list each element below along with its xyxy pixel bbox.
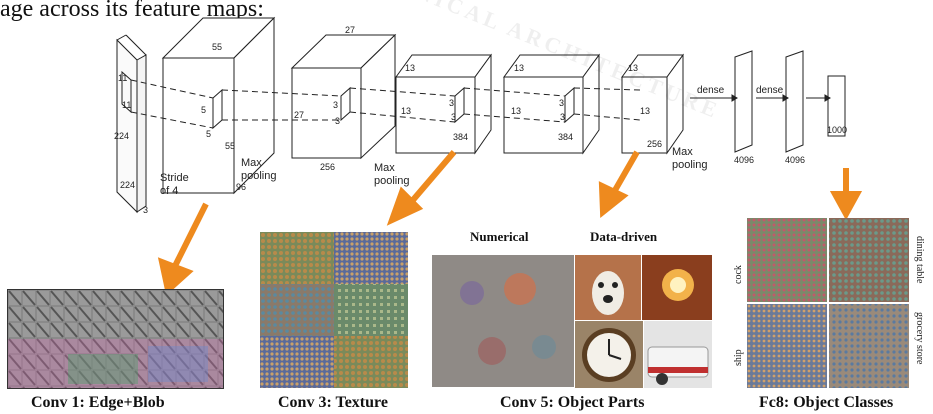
caption-fc8: Fc8: Object Classes bbox=[759, 394, 893, 412]
conv3-texture-grid bbox=[260, 232, 408, 388]
arrow-to-conv3 bbox=[413, 152, 454, 200]
conv5-dog-image bbox=[575, 255, 641, 320]
arrow-to-conv1 bbox=[174, 204, 206, 268]
conv3-texture-panel bbox=[260, 232, 408, 388]
conv5-clock-image bbox=[575, 321, 643, 388]
class-label-grocery-store: grocery store bbox=[914, 312, 925, 364]
conv1-filter-grid bbox=[8, 290, 223, 388]
conv5-vehicle-image bbox=[644, 321, 712, 388]
conv5-car-light-image bbox=[642, 255, 712, 320]
fc8-class-images bbox=[747, 218, 909, 388]
conv1-filters-panel bbox=[7, 289, 224, 389]
class-label-dining-table: dining table bbox=[914, 236, 925, 284]
arrow-to-conv5 bbox=[614, 152, 637, 192]
caption-conv3: Conv 3: Texture bbox=[278, 394, 388, 412]
class-label-cock: cock bbox=[733, 265, 744, 284]
numerical-subhead: Numerical bbox=[470, 229, 528, 245]
data-driven-subhead: Data-driven bbox=[590, 229, 657, 245]
conv5-numerical-image bbox=[432, 255, 574, 387]
caption-conv5: Conv 5: Object Parts bbox=[500, 394, 644, 412]
caption-conv1: Conv 1: Edge+Blob bbox=[31, 394, 165, 412]
class-label-ship: ship bbox=[733, 349, 744, 366]
